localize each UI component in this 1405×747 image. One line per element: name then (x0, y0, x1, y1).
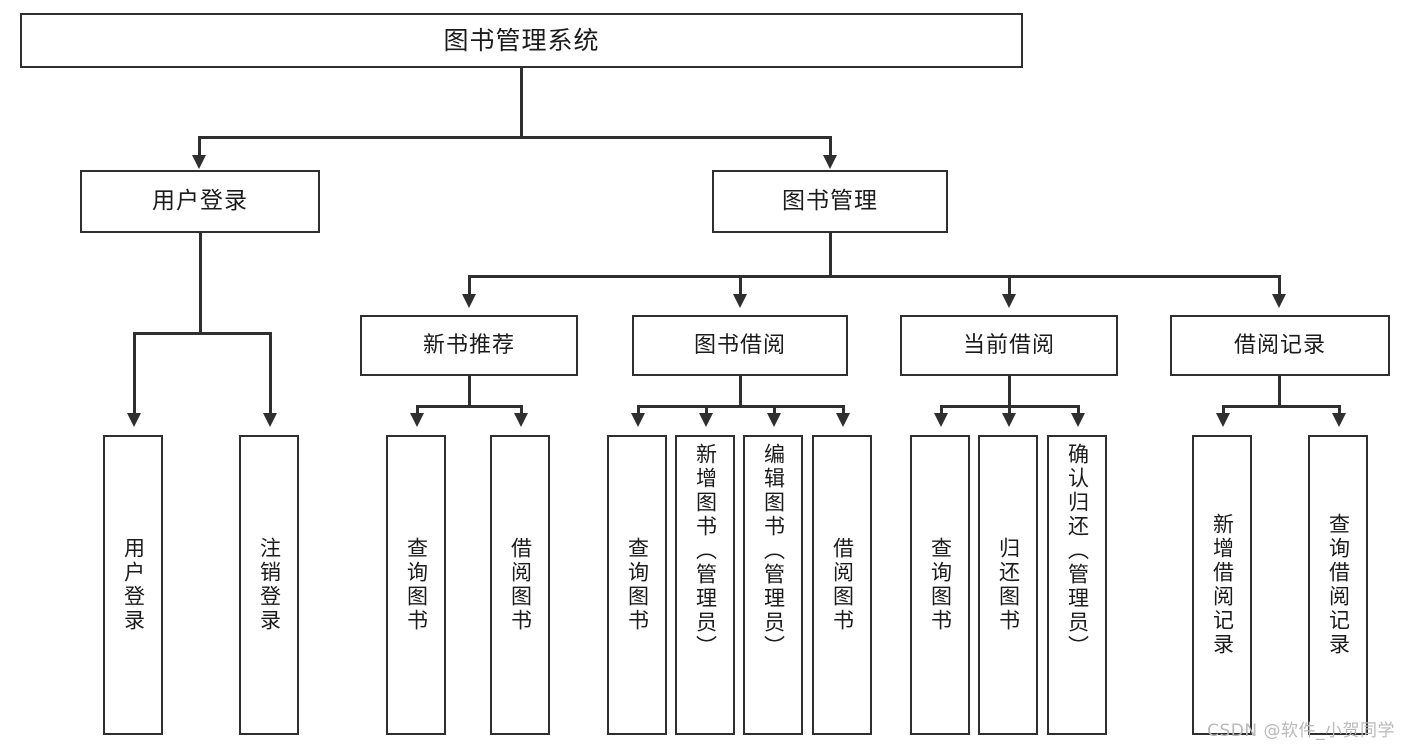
connector-new-book-rail (416, 405, 522, 408)
connector-book-borrow-rail (637, 405, 845, 408)
node-label: 图书管理系统 (443, 25, 600, 55)
arrow-down-icon (462, 294, 476, 308)
connector-drop-leaf (1338, 405, 1341, 416)
arrow-down-icon (1002, 413, 1016, 427)
leaf-query-borrow-record[interactable]: 查询借阅记录 (1308, 435, 1368, 735)
connector-drop-leaf (133, 332, 136, 416)
connector-drop-book-borrow (739, 275, 742, 297)
connector-drop-leaf (637, 405, 640, 416)
leaf-user-logout[interactable]: 注销登录 (239, 435, 299, 735)
arrow-down-icon (733, 294, 747, 308)
node-book-management[interactable]: 图书管理 (712, 170, 948, 233)
connector-drop-leaf (416, 405, 419, 416)
leaf-borrow-book-recommend[interactable]: 借阅图书 (490, 435, 550, 735)
node-label: 借阅图书 (508, 537, 533, 633)
node-label: 查询图书 (625, 537, 650, 633)
connector-user-login-rail (133, 332, 271, 335)
arrow-down-icon (1332, 413, 1346, 427)
connector-borrow-record-rail (1222, 405, 1338, 408)
arrow-down-icon (836, 413, 850, 427)
connector-new-book-stem (468, 376, 471, 407)
node-label: 图书管理 (782, 187, 878, 214)
connector-borrow-record-stem (1278, 376, 1281, 407)
arrow-down-icon (514, 413, 528, 427)
node-new-book-recommend[interactable]: 新书推荐 (360, 315, 578, 376)
node-borrow-record[interactable]: 借阅记录 (1170, 315, 1390, 376)
node-current-borrow[interactable]: 当前借阅 (900, 315, 1118, 376)
leaf-user-login[interactable]: 用户登录 (103, 435, 163, 735)
arrow-down-icon (1002, 294, 1016, 308)
leaf-query-book-current[interactable]: 查询图书 (910, 435, 970, 735)
connector-drop-leaf (269, 332, 272, 416)
arrow-down-icon (699, 413, 713, 427)
node-label: 新增借阅记录 (1210, 513, 1235, 657)
arrow-down-icon (410, 413, 424, 427)
node-label: 用户登录 (152, 187, 248, 214)
connector-drop-new-book (468, 275, 471, 297)
leaf-add-book-admin[interactable]: 新增图书（管理员） (675, 435, 735, 735)
node-label: 编辑图书（管理员） (761, 443, 786, 659)
connector-book-management-stem (829, 233, 832, 277)
arrow-down-icon (263, 413, 277, 427)
leaf-confirm-return-admin[interactable]: 确认归还（管理员） (1047, 435, 1107, 735)
connector-current-borrow-stem (1008, 376, 1011, 407)
node-label: 查询借阅记录 (1326, 513, 1351, 657)
node-label: 用户登录 (121, 537, 146, 633)
node-label: 新增图书（管理员） (693, 443, 718, 659)
leaf-return-book[interactable]: 归还图书 (978, 435, 1038, 735)
connector-drop-leaf (773, 405, 776, 416)
connector-drop-book-management (829, 136, 832, 158)
connector-drop-borrow-record (1278, 275, 1281, 297)
connector-level2-rail (198, 136, 832, 139)
leaf-add-borrow-record[interactable]: 新增借阅记录 (1192, 435, 1252, 735)
arrow-down-icon (1216, 413, 1230, 427)
connector-drop-current-borrow (1008, 275, 1011, 297)
node-label: 借阅图书 (830, 537, 855, 633)
arrow-down-icon (1071, 413, 1085, 427)
connector-drop-leaf (1222, 405, 1225, 416)
arrow-down-icon (127, 413, 141, 427)
arrow-down-icon (631, 413, 645, 427)
connector-drop-leaf (705, 405, 708, 416)
node-book-management-system[interactable]: 图书管理系统 (20, 13, 1023, 68)
node-label: 注销登录 (257, 537, 282, 633)
arrow-down-icon (767, 413, 781, 427)
node-label: 新书推荐 (422, 332, 515, 358)
node-label: 确认归还（管理员） (1065, 443, 1090, 659)
connector-drop-user-login (198, 136, 201, 158)
connector-drop-leaf (1008, 405, 1011, 416)
connector-drop-leaf (940, 405, 943, 416)
node-user-login[interactable]: 用户登录 (80, 170, 320, 233)
leaf-edit-book-admin[interactable]: 编辑图书（管理员） (743, 435, 803, 735)
connector-book-borrow-stem (739, 376, 742, 407)
connector-drop-leaf (520, 405, 523, 416)
node-label: 当前借阅 (962, 332, 1055, 358)
leaf-borrow-book[interactable]: 借阅图书 (812, 435, 872, 735)
node-label: 查询图书 (928, 537, 953, 633)
leaf-query-book-borrow[interactable]: 查询图书 (607, 435, 667, 735)
connector-root-stem (520, 68, 523, 137)
node-label: 借阅记录 (1233, 332, 1326, 358)
arrow-down-icon (934, 413, 948, 427)
node-label: 图书借阅 (693, 332, 786, 358)
leaf-query-book-recommend[interactable]: 查询图书 (386, 435, 446, 735)
node-label: 归还图书 (996, 537, 1021, 633)
connector-level3-rail (468, 275, 1280, 278)
connector-user-login-stem (199, 233, 202, 334)
connector-drop-leaf (1077, 405, 1080, 416)
arrow-down-icon (823, 155, 837, 169)
arrow-down-icon (192, 155, 206, 169)
node-book-borrow[interactable]: 图书借阅 (632, 315, 848, 376)
connector-drop-leaf (842, 405, 845, 416)
arrow-down-icon (1272, 294, 1286, 308)
watermark: CSDN @软件_小贺同学 (1207, 721, 1395, 741)
node-label: 查询图书 (404, 537, 429, 633)
